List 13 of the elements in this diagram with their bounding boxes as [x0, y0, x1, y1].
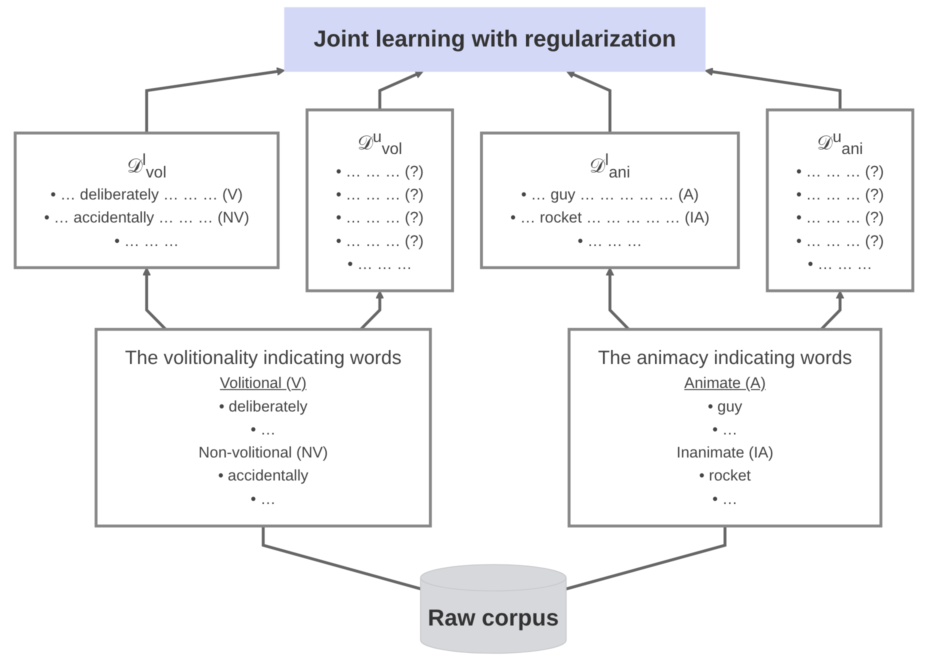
node-box: The animacy indicating words Animate (A) • guy • … Inanimate (IA) • rocket • …	[568, 328, 882, 528]
connector	[262, 526, 421, 590]
arrow	[360, 290, 384, 330]
arrow	[704, 68, 842, 110]
connector	[566, 526, 726, 590]
arrow	[145, 67, 286, 134]
arrow	[378, 70, 424, 110]
node-box: The volitionality indicating words Volitional (V) • deliberately • … Non-volitional (NV) • accidentally • …	[94, 328, 432, 528]
arrow	[820, 290, 844, 330]
arrow	[566, 70, 612, 134]
arrow	[606, 267, 630, 330]
arrow	[142, 267, 167, 330]
node-box: Joint learning with regularization	[284, 7, 706, 72]
